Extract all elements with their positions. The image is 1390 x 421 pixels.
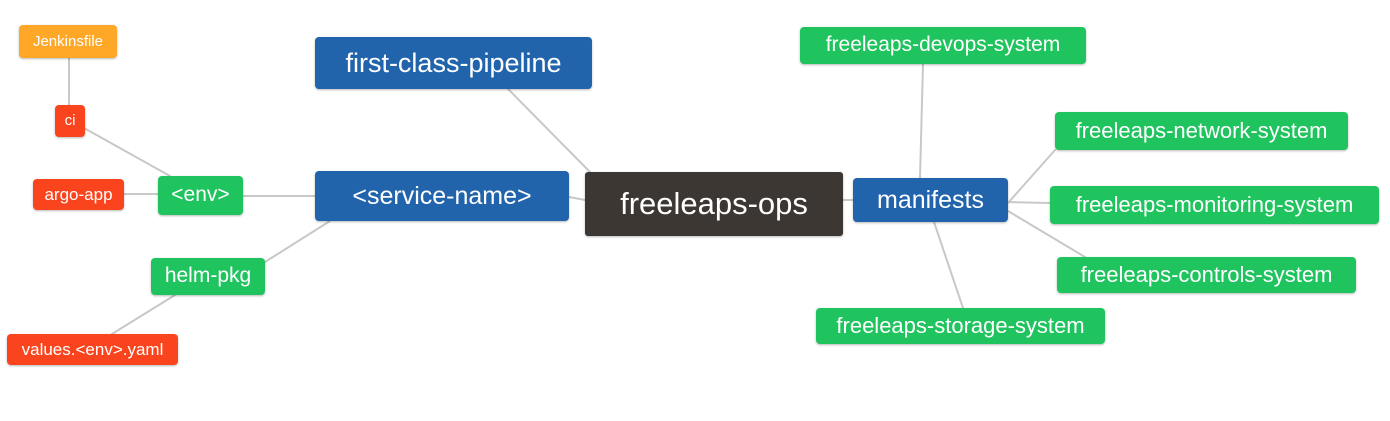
node-label: <env> (171, 183, 230, 207)
node-label: values.<env>.yaml (21, 339, 164, 359)
node-values-env-yaml[interactable]: values.<env>.yaml (7, 334, 178, 365)
node-freeleaps-ops[interactable]: freeleaps-ops (585, 172, 843, 236)
edge-manifests-to-freeleaps-monitoring-system (1007, 201, 1051, 204)
node-label: first-class-pipeline (345, 47, 562, 78)
node-freeleaps-storage-system[interactable]: freeleaps-storage-system (816, 308, 1105, 344)
edge-env-to-ci (83, 127, 171, 177)
edge-manifests-to-freeleaps-devops-system (919, 63, 924, 179)
node-label: manifests (877, 185, 984, 214)
node-first-class-pipeline[interactable]: first-class-pipeline (315, 37, 592, 89)
node-label: freeleaps-controls-system (1080, 262, 1333, 288)
edge-manifests-to-freeleaps-storage-system (933, 221, 964, 309)
edge-service-name-to-helm-pkg (264, 220, 331, 263)
node-service-name[interactable]: <service-name> (315, 171, 569, 221)
edge-manifests-to-freeleaps-network-system (1007, 149, 1056, 204)
node-label: freeleaps-storage-system (836, 313, 1085, 339)
node-freeleaps-controls-system[interactable]: freeleaps-controls-system (1057, 257, 1356, 293)
node-manifests[interactable]: manifests (853, 178, 1008, 222)
node-label: freeleaps-monitoring-system (1075, 192, 1354, 218)
node-freeleaps-monitoring-system[interactable]: freeleaps-monitoring-system (1050, 186, 1379, 224)
node-label: helm-pkg (164, 264, 252, 288)
node-freeleaps-devops-system[interactable]: freeleaps-devops-system (800, 27, 1086, 64)
node-label: <service-name> (352, 181, 532, 210)
edge-freeleaps-ops-to-first-class-pipeline (507, 88, 591, 173)
node-label: ci (64, 112, 76, 130)
node-ci[interactable]: ci (55, 105, 85, 137)
node-env[interactable]: <env> (158, 176, 243, 215)
node-label: Jenkinsfile (32, 32, 104, 50)
node-label: argo-app (44, 184, 113, 204)
node-argo-app[interactable]: argo-app (33, 179, 124, 210)
edge-helm-pkg-to-values-env-yaml (111, 294, 176, 335)
node-jenkinsfile[interactable]: Jenkinsfile (19, 25, 117, 58)
edge-freeleaps-ops-to-service-name (568, 196, 586, 201)
node-label: freeleaps-network-system (1075, 118, 1328, 144)
node-helm-pkg[interactable]: helm-pkg (151, 258, 265, 295)
node-freeleaps-network-system[interactable]: freeleaps-network-system (1055, 112, 1348, 150)
node-label: freeleaps-devops-system (825, 33, 1061, 57)
node-label: freeleaps-ops (620, 185, 808, 221)
